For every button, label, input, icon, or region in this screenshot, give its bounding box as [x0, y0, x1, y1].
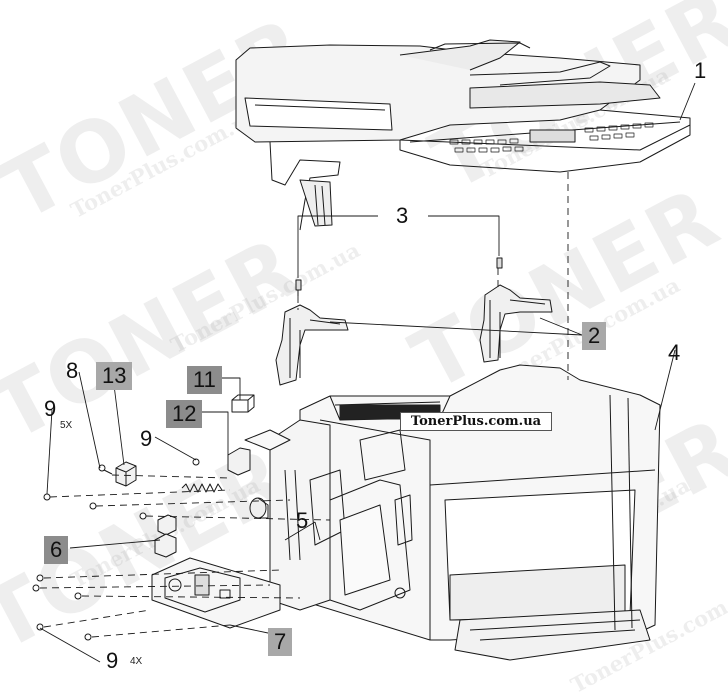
- hinge-left: [275, 304, 349, 386]
- pin-right: [496, 257, 503, 269]
- quantity-5x: 5X: [60, 420, 73, 431]
- callout-7: 7: [268, 628, 293, 656]
- callout-9-bottom: 9: [106, 648, 119, 673]
- callout-6: 6: [44, 536, 69, 564]
- part-11-block: [231, 394, 255, 413]
- part-12-bracket: [227, 429, 291, 476]
- pin-left: [295, 279, 302, 296]
- callout-9-top: 9: [44, 396, 57, 421]
- scanner-assembly: [235, 39, 691, 231]
- part-8-screw: [98, 464, 113, 475]
- main-body: [299, 364, 661, 661]
- callout-9-mid: 9: [140, 426, 153, 451]
- part-13-block: [115, 461, 137, 487]
- hinge-right: [479, 284, 553, 363]
- callout-2: 2: [582, 322, 607, 350]
- callout-11: 11: [187, 366, 222, 394]
- callout-12: 12: [166, 400, 203, 428]
- callout-13: 13: [96, 362, 133, 390]
- site-label: TonerPlus.com.ua: [400, 412, 552, 431]
- assembly-lines: [39, 172, 569, 638]
- callout-5: 5: [296, 508, 309, 533]
- leader-lines: [39, 82, 696, 663]
- callout-1: 1: [694, 58, 707, 83]
- screws-9: [32, 458, 200, 641]
- part-7-board: [151, 557, 281, 629]
- quantity-4x: 4X: [130, 656, 143, 667]
- spring: [181, 483, 223, 493]
- callout-4: 4: [668, 340, 681, 365]
- callout-8: 8: [66, 358, 79, 383]
- callout-3: 3: [396, 203, 409, 228]
- part-6-block: [154, 514, 177, 558]
